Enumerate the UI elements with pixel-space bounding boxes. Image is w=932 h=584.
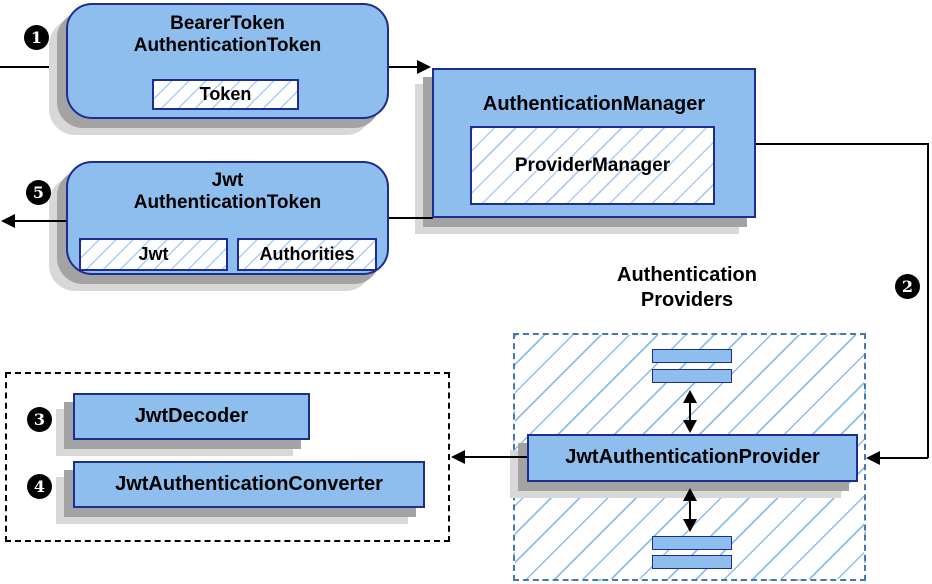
double-arrow-lower-shaft [689,499,691,520]
arrowhead-step5-icon [1,214,15,228]
providers-label-line1: Authentication [617,264,757,286]
jwt-authentication-converter-node: JwtAuthenticationConverter [73,461,425,508]
bearer-token-title-line2: AuthenticationToken [133,35,322,56]
step-badge-4: 4 [27,474,52,499]
provider-manager-chip: ProviderManager [470,126,715,205]
step-badge-1: 1 [24,25,49,50]
arrowhead-to-decoder-icon [451,450,465,464]
step-badge-5: 5 [26,180,51,205]
jwt-authentication-provider-node: JwtAuthenticationProvider [527,434,858,482]
jwt-token-title-line2: AuthenticationToken [133,192,322,213]
flow-line-provider-to-decoder [464,456,527,458]
provider-slot-bar-bottom-1 [652,536,732,550]
flow-line-step1-in [0,66,66,68]
arrowhead-step1-icon [417,60,431,74]
providers-label-line2: Providers [640,289,734,311]
flow-line-step1-to-manager [389,66,418,68]
arrowhead-step2-icon [866,451,880,465]
arrowhead-up-upper-icon [683,390,697,403]
provider-slot-bar-bottom-2 [652,555,732,569]
jwt-authentication-converter-title: JwtAuthenticationConverter [115,473,383,495]
flow-line-manager-to-jwt-token [389,217,433,219]
step-badge-3: 3 [27,407,52,432]
bearer-token-title-line1: BearerToken [170,13,285,34]
step-badge-2: 2 [895,274,920,299]
jwt-decoder-title: JwtDecoder [134,405,249,427]
flow-line-step2-vertical [927,143,929,458]
jwt-authentication-provider-title: JwtAuthenticationProvider [565,446,820,468]
jwt-token-title-line1: Jwt [211,170,244,191]
jwt-chip: Jwt [79,238,228,271]
arrowhead-down-lower-icon [683,519,697,532]
arrowhead-up-lower-icon [683,488,697,501]
authorities-chip: Authorities [237,238,377,271]
arrowhead-down-upper-icon [683,420,697,433]
authentication-manager-title: AuthenticationManager [482,93,706,115]
providers-group-label: Authentication Providers [557,263,817,313]
flow-line-step2-into-provider [879,457,928,459]
flow-line-step5-out [13,220,66,222]
provider-slot-bar-top-1 [652,349,732,363]
flow-line-step2-horizontal [756,143,929,145]
decoder-group-box [5,372,450,542]
token-chip: Token [152,79,299,110]
provider-slot-bar-top-2 [652,369,732,383]
double-arrow-upper-shaft [689,401,691,422]
jwt-decoder-node: JwtDecoder [73,393,310,440]
